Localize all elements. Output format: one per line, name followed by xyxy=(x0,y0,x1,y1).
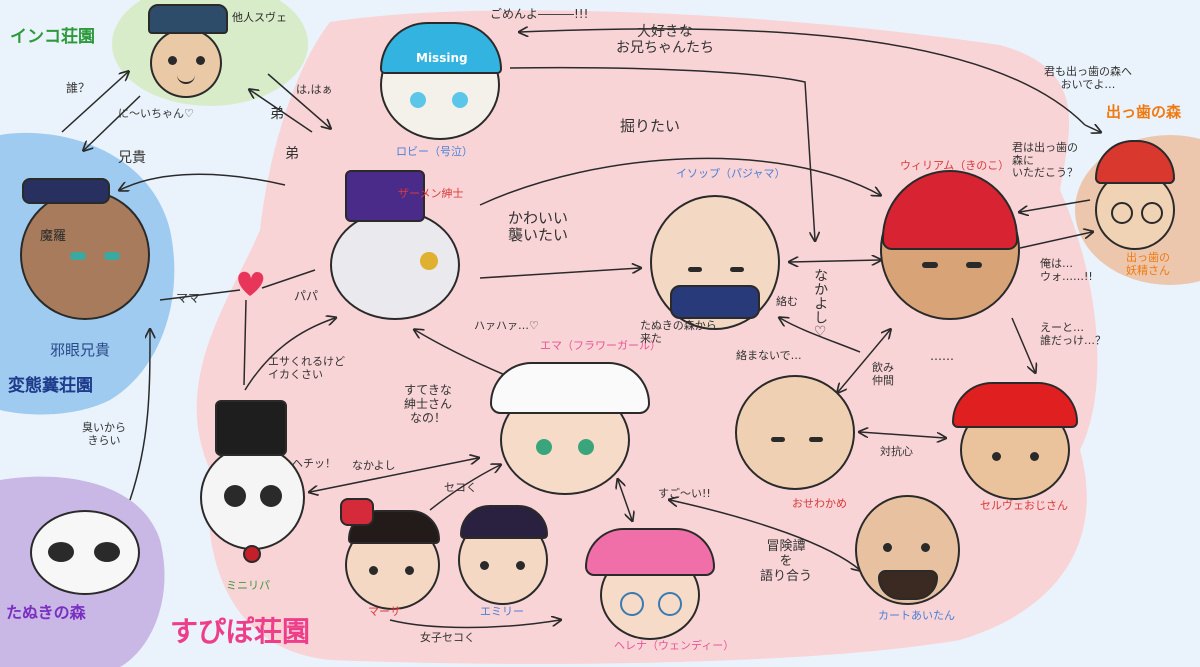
rel-sutekina: すてきな 紳士さん なの！ xyxy=(404,384,452,425)
edge-aesop-william xyxy=(790,260,880,262)
rel-otouto-2: 弟 xyxy=(285,146,299,162)
char-label-martha: マーサ xyxy=(368,606,401,619)
char-label-robbie: ロビー（号泣） xyxy=(396,146,473,159)
tanuki-face xyxy=(30,510,140,595)
manor-inko: インコ荘園 xyxy=(10,28,95,48)
char-label-aesop: イソップ（パジャマ） xyxy=(676,168,785,181)
edge-tanuki-to-jagan xyxy=(130,330,150,500)
edge-horitai xyxy=(480,158,880,205)
char-label-osewakame: おせわかめ xyxy=(792,498,847,511)
rel-sugoi: すご〜い!! xyxy=(658,488,711,501)
manor-supipo: すぴぽ荘園 xyxy=(170,616,310,648)
manor-tanuki: たぬきの森 xyxy=(6,604,86,622)
char-label-minipapa: ミニリパ xyxy=(226,580,270,593)
heart-icon xyxy=(238,272,263,296)
martha-bow-icon xyxy=(340,498,374,526)
edge-yousei-william xyxy=(1020,200,1090,212)
tanin-face xyxy=(150,28,222,98)
tanin-hat-icon xyxy=(148,4,228,34)
rel-kimideppa: 君は出っ歯の 森に いただこう？ xyxy=(1012,142,1078,180)
rel-heh: ヘチッ！ xyxy=(292,458,336,471)
minipapa-tophat-icon xyxy=(215,400,287,456)
rose-icon xyxy=(243,545,261,563)
rel-tanukikara: たぬきの森から 来た xyxy=(640,320,717,345)
rel-mama: ママ xyxy=(176,292,200,306)
jagan-face xyxy=(20,190,150,320)
char-label-jagan: 邪眼兄貴 xyxy=(50,342,110,359)
rel-horitai: 掘りたい xyxy=(620,118,680,135)
char-label-kurt: カートあいたん xyxy=(878,610,955,623)
rel-hahaa: は,はぁ xyxy=(296,84,333,97)
rel-joshi: 女子セコく xyxy=(420,632,475,645)
rel-haahaa: ハァハァ…♡ xyxy=(474,320,539,333)
edge-emma-zamen xyxy=(415,330,505,375)
rel-kusai: 臭いから きらい xyxy=(82,422,126,447)
rel-niichan: に〜いちゃん♡ xyxy=(118,108,194,121)
rel-otouto-1: 弟 xyxy=(270,106,284,122)
rel-gomen: ごめんよ―――!!! xyxy=(490,8,588,22)
edge-heart-zamen xyxy=(262,270,315,288)
zamen-face xyxy=(330,210,460,320)
rel-nakayoshi-v: なかよし♡ xyxy=(812,268,828,340)
rel-karamu: 絡む xyxy=(776,296,798,309)
rel-kimimo: 君も出っ歯の森へ おいでよ… xyxy=(1044,66,1132,91)
rel-bouken: 冒険譚 を 語り合う xyxy=(760,540,812,585)
robbie-tag: Missing xyxy=(416,52,468,66)
jagan-hat-icon xyxy=(22,178,110,204)
rel-daisuki: 大好きな お兄ちゃんたち xyxy=(616,24,714,56)
rel-kawaii: かわいい 襲いたい xyxy=(508,210,568,245)
emma-hat-icon xyxy=(490,362,650,414)
edge-emma-helena xyxy=(618,480,632,520)
edge-taikoushin xyxy=(860,432,945,438)
edge-joshi xyxy=(390,620,560,628)
helena-hat-icon xyxy=(585,528,715,576)
rel-taikoushin: 対抗心 xyxy=(880,446,913,459)
char-label-zamen: ザーメン紳士 xyxy=(398,188,464,201)
servet-hat-icon xyxy=(952,382,1078,428)
rel-dare: 誰？ xyxy=(66,82,90,96)
rel-sekoku: セコく xyxy=(444,482,477,495)
manor-deppa: 出っ歯の森 xyxy=(1106,104,1181,121)
minipapa-face xyxy=(200,445,305,550)
char-label-tanin: 他人スヴェ xyxy=(232,12,287,25)
rel-dots: …… xyxy=(930,350,954,364)
rel-aniki: 兄貴 xyxy=(118,150,146,166)
edge-william-yousei xyxy=(1020,232,1092,248)
rel-oreha: 俺は… ウォ……!! xyxy=(1040,258,1093,283)
edge-gomen-to-deppa xyxy=(1085,125,1100,132)
char-label-servet: セルヴェおじさん xyxy=(980,500,1068,513)
jagan-tag: 魔羅 xyxy=(40,230,66,245)
edge-gomen xyxy=(520,29,1085,125)
osewakame-face xyxy=(735,375,855,490)
rel-esa: エサくれるけど イカくさい xyxy=(268,356,345,381)
edge-william-servet xyxy=(1012,318,1035,372)
char-label-william: ウィリアム（きのこ） xyxy=(900,160,1009,173)
edge-kawaii xyxy=(480,268,640,278)
char-label-helena: ヘレナ（ウェンディー） xyxy=(614,640,734,653)
rel-eeto: えーと… 誰だっけ…？ xyxy=(1040,322,1106,347)
rel-nomi: 飲み 仲間 xyxy=(872,362,894,387)
aesop-mask-icon xyxy=(670,285,760,319)
rel-karamanai: 絡まないで… xyxy=(736,350,802,363)
manor-hentai: 変態糞荘園 xyxy=(8,377,93,397)
edge-heart-down xyxy=(244,300,246,385)
rel-nakayoshi-h: なかよし xyxy=(352,460,395,473)
char-label-yousei: 出っ歯の 妖精さん xyxy=(1126,252,1170,277)
emily-hair-icon xyxy=(460,505,548,539)
edge-zamen-to-jagan xyxy=(120,174,285,190)
char-label-emily: エミリー xyxy=(480,606,524,619)
kurt-beard-icon xyxy=(878,570,938,600)
rel-papa: パパ xyxy=(294,290,318,304)
